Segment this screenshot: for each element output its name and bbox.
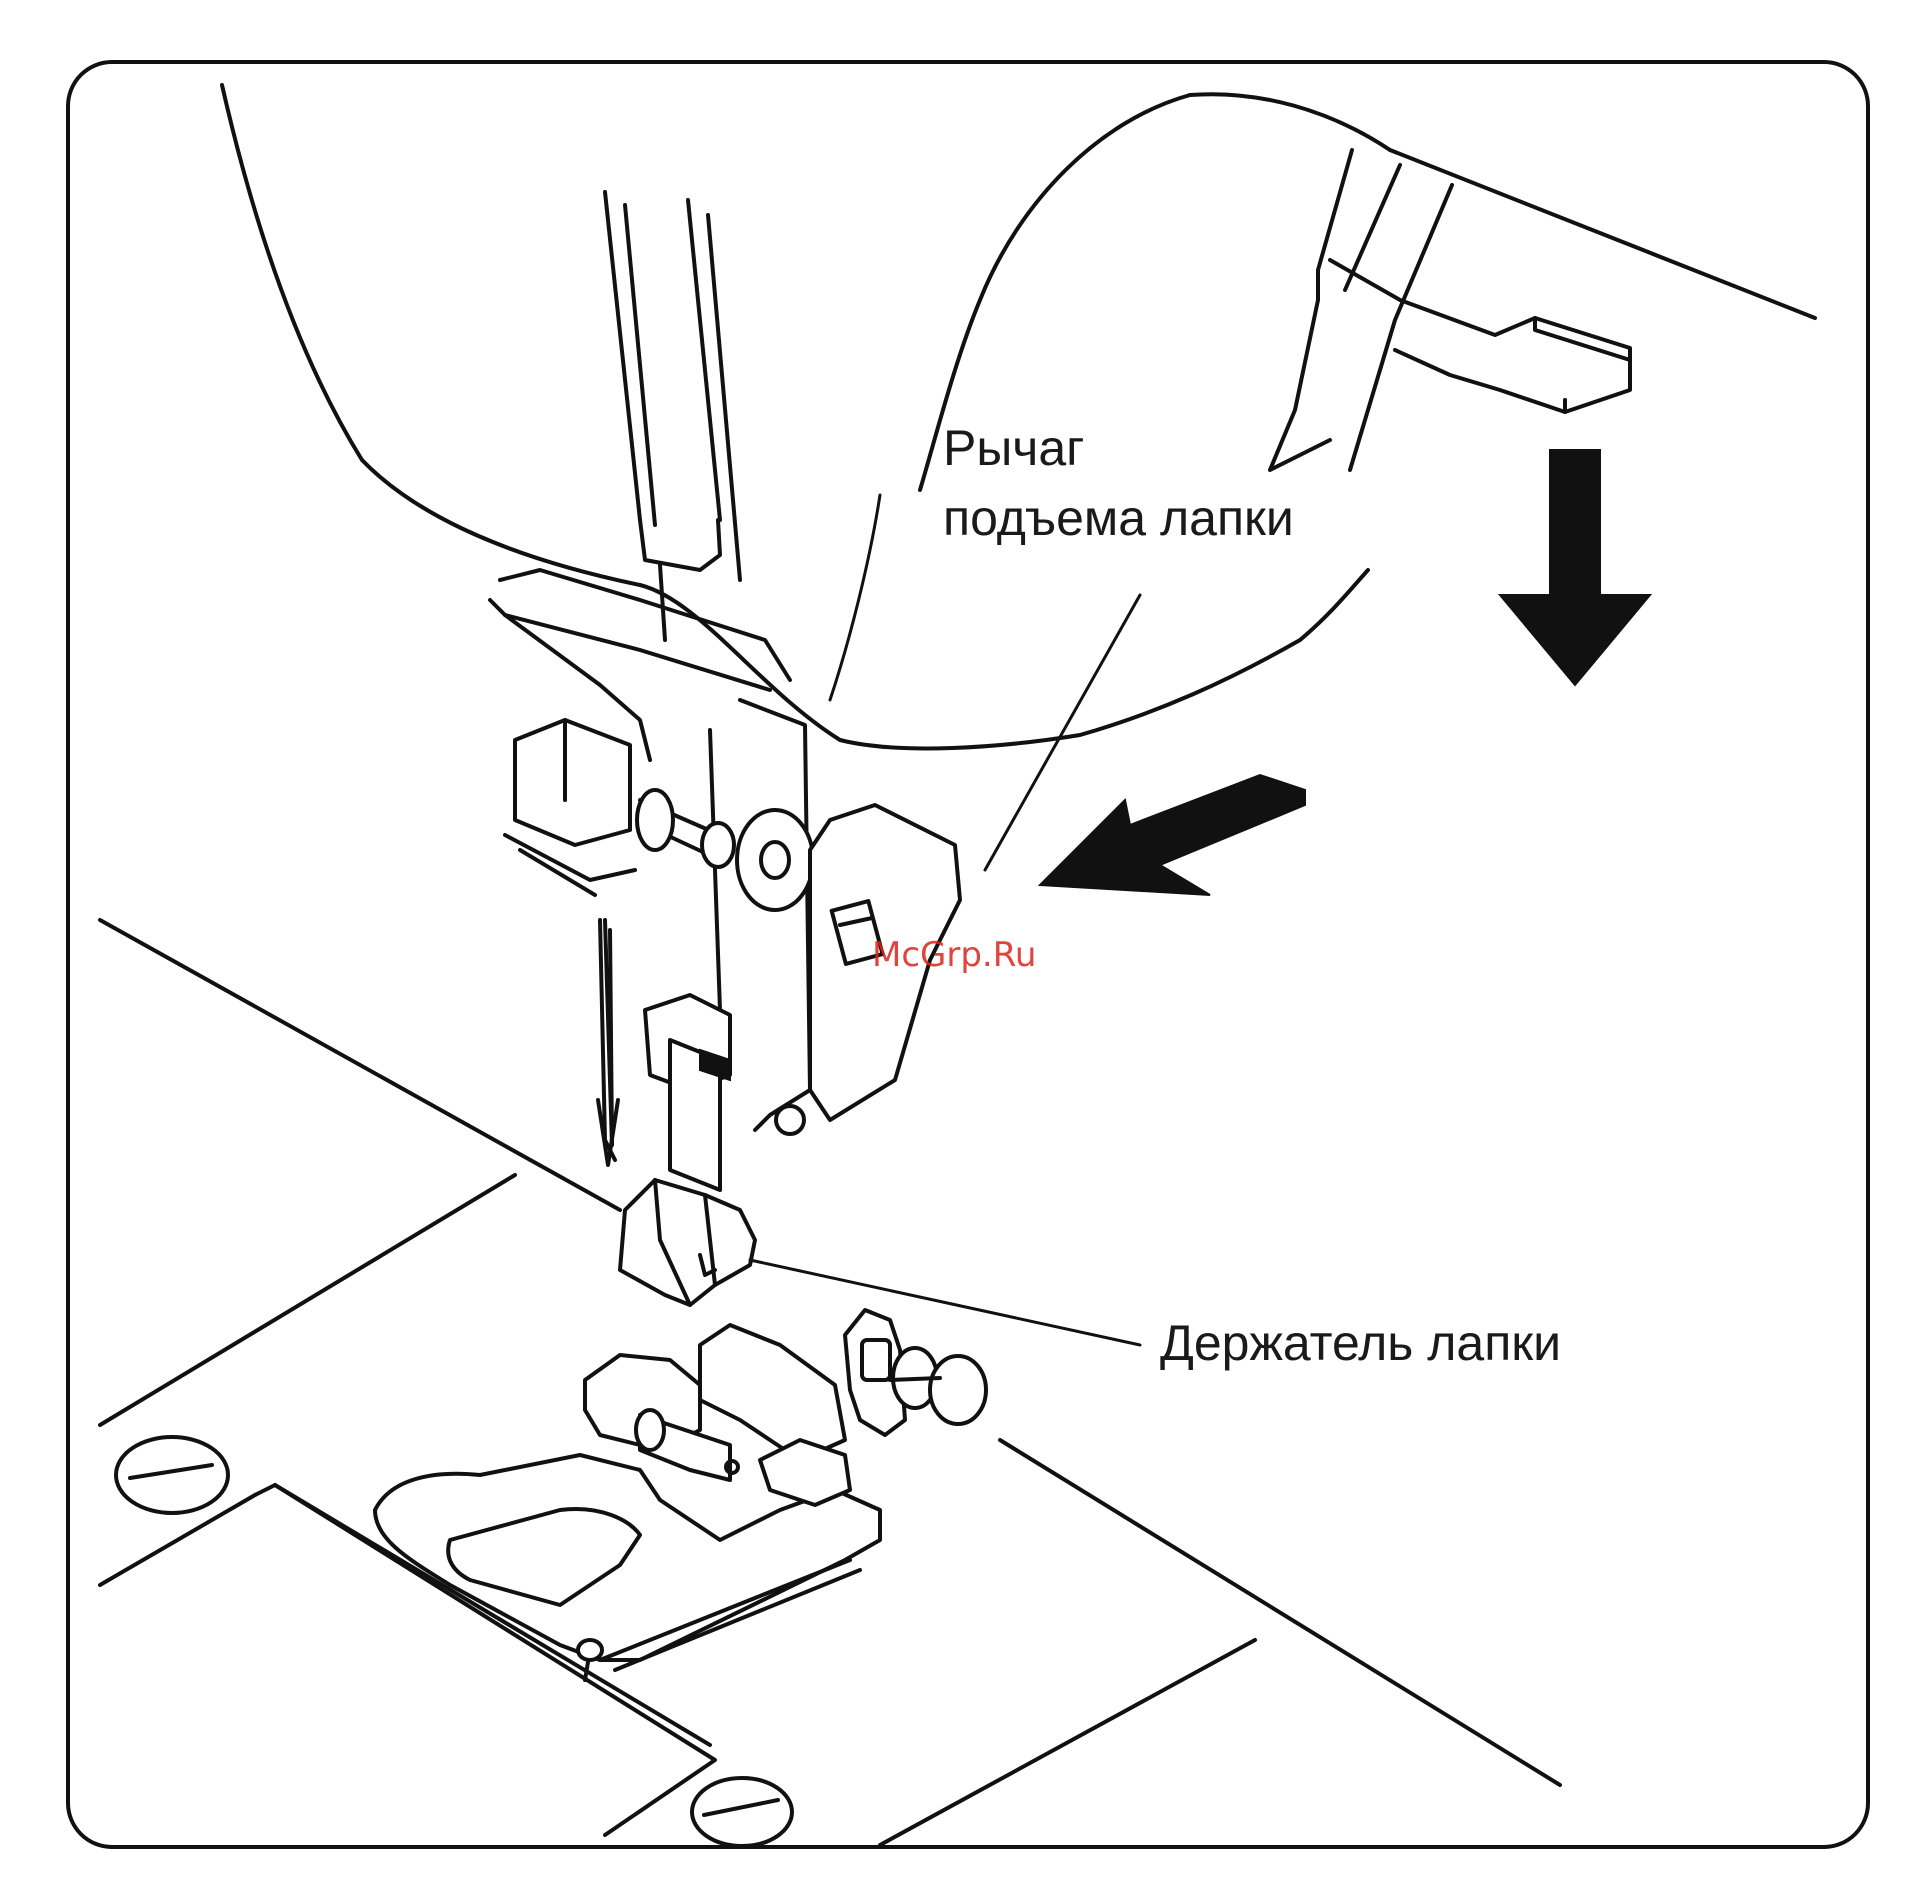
down-arrow xyxy=(1500,450,1650,685)
watermark: McGrp.Ru xyxy=(872,935,1036,975)
thumb-screw xyxy=(737,810,813,910)
foot-latch xyxy=(845,1310,986,1435)
left-arrow xyxy=(1040,775,1305,895)
label-lever-line2: подъема лапки xyxy=(943,490,1294,546)
plate-screw-bottom xyxy=(692,1778,792,1846)
presser-foot-lever xyxy=(1270,150,1630,470)
plate-screw-left xyxy=(116,1437,228,1513)
label-holder: Держатель лапки xyxy=(1160,1315,1561,1371)
leader-line-holder xyxy=(750,1260,1140,1345)
label-lever-line1: Рычаг xyxy=(943,420,1084,476)
presser-foot xyxy=(375,1325,880,1680)
